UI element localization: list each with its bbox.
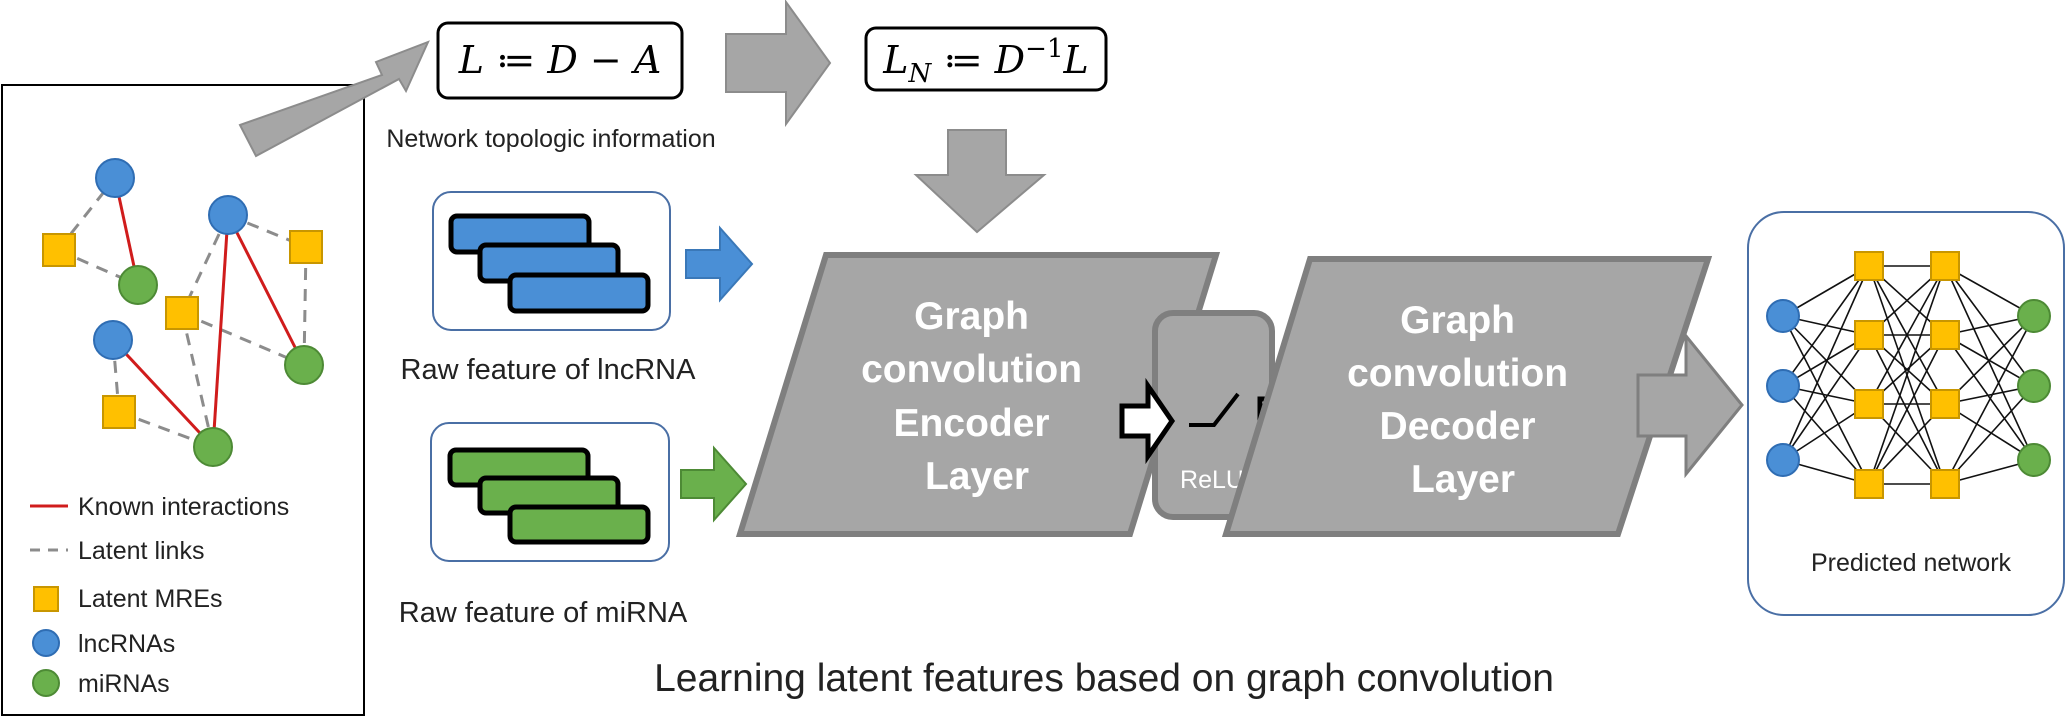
predicted-lncrna-node: [1766, 299, 1800, 333]
topology-label: Network topologic information: [386, 125, 715, 153]
predicted-edge: [1782, 315, 1870, 485]
predicted-edge: [1868, 265, 1946, 405]
predicted-edge: [1944, 334, 2035, 461]
predicted-mirna-node: [2017, 443, 2051, 477]
decoder-text: Graph convolution Decoder Layer: [1347, 299, 1579, 501]
decoder-line: Graph: [1400, 299, 1515, 342]
predicted-mre-node: [1854, 469, 1884, 499]
arrow-normalized-to-encoder: [913, 129, 1047, 234]
legend-latent-label: Latent links: [78, 537, 204, 565]
predicted-lncrna-node: [1766, 369, 1800, 403]
predicted-edge: [1868, 265, 1946, 485]
predicted-mre-node: [1854, 389, 1884, 419]
normalized-formula-rest: ≔ D: [931, 38, 1025, 82]
latent-link: [118, 410, 214, 449]
relu-icon: [1189, 392, 1240, 427]
decoder-layer: [1221, 256, 1713, 537]
mre-node: [102, 395, 136, 429]
laplacian-formula-box: [436, 21, 684, 100]
predicted-mre-node: [1930, 389, 1960, 419]
known-interaction: [226, 214, 306, 366]
predicted-mre-node: [1854, 320, 1884, 350]
known-interaction: [111, 338, 215, 449]
legend: Known interactions Latent links Latent M…: [30, 493, 289, 698]
normalized-formula-box: [864, 26, 1108, 92]
mirna-node: [284, 345, 324, 385]
normalized-formula-sup: −1: [1025, 34, 1063, 64]
legend-mre-label: Latent MREs: [78, 585, 223, 613]
decoder-line: Layer: [1411, 458, 1515, 501]
lncrna-node: [93, 320, 133, 360]
encoder-line: Graph: [914, 295, 1029, 338]
legend-mre-swatch: [33, 586, 59, 612]
predicted-edge: [1944, 385, 2035, 485]
predicted-network-label: Predicted network: [1811, 549, 2012, 577]
arrow-decoder-to-output: [1636, 331, 1744, 479]
arrow-encoder-to-relu: [1119, 377, 1176, 465]
encoder-layer: [735, 252, 1221, 537]
relu-label: ReLU: [1180, 466, 1244, 494]
predicted-edge: [1944, 265, 2035, 461]
mirna-node: [118, 265, 158, 305]
lncrna-feature-bar: [507, 272, 651, 314]
latent-link: [180, 312, 215, 448]
mre-node: [42, 233, 76, 267]
predicted-network-nodes: [1766, 251, 2051, 499]
predicted-mre-node: [1930, 469, 1960, 499]
predicted-mre-node: [1930, 320, 1960, 350]
legend-mirna-label: miRNAs: [78, 670, 170, 698]
encoder-line: Layer: [925, 455, 1029, 498]
predicted-mre-node: [1854, 251, 1884, 281]
laplacian-formula: L ≔ D − A: [458, 38, 662, 82]
predicted-edge: [1782, 334, 1870, 461]
normalized-formula-main: L: [882, 38, 908, 82]
encoder-line: Encoder: [894, 402, 1050, 445]
normalized-formula: LN ≔ D−1L: [882, 34, 1088, 89]
lncrna-node: [95, 158, 135, 198]
arrow-laplacian-to-normalized: [725, 0, 832, 128]
mre-node: [289, 230, 323, 264]
encoder-text: Graph convolution Encoder Layer: [861, 295, 1093, 498]
arrow-lncrna-to-encoder: [685, 225, 754, 303]
predicted-mirna-node: [2017, 369, 2051, 403]
predicted-network-box: [1747, 211, 2065, 616]
decoder-line: Decoder: [1380, 405, 1536, 448]
mirna-feature-bar: [507, 504, 651, 545]
predicted-mre-node: [1930, 251, 1960, 281]
normalized-formula-sub: N: [908, 59, 933, 89]
input-network-panel: [1, 84, 365, 716]
predicted-edge: [1782, 265, 1870, 387]
arrow-network-to-laplacian: [238, 40, 430, 158]
legend-lncrna-label: lncRNAs: [78, 630, 175, 658]
known-interaction: [211, 214, 230, 448]
predicted-edge: [1868, 334, 1946, 485]
predicted-lncrna-node: [1766, 443, 1800, 477]
legend-mirna-swatch: [32, 669, 60, 697]
latent-link: [181, 311, 305, 367]
predicted-edge: [1944, 315, 2035, 485]
predicted-edge: [1782, 385, 1870, 485]
input-network-nodes: [42, 158, 324, 467]
raw-lncrna-label: Raw feature of lncRNA: [401, 354, 697, 386]
raw-mirna-label: Raw feature of miRNA: [399, 597, 688, 629]
predicted-mirna-node: [2017, 299, 2051, 333]
encoder-line: convolution: [861, 348, 1082, 391]
lncrna-node: [208, 195, 248, 235]
legend-known-label: Known interactions: [78, 493, 289, 521]
normalized-formula-end: L: [1062, 38, 1088, 82]
legend-lncrna-swatch: [32, 629, 60, 657]
predicted-edge: [1782, 265, 1870, 461]
latent-link: [56, 177, 117, 251]
decoder-line: convolution: [1347, 352, 1568, 395]
mre-node: [165, 296, 199, 330]
arrow-mirna-to-encoder: [680, 445, 748, 523]
caption: Learning latent features based on graph …: [654, 657, 1554, 700]
mirna-node: [193, 427, 233, 467]
